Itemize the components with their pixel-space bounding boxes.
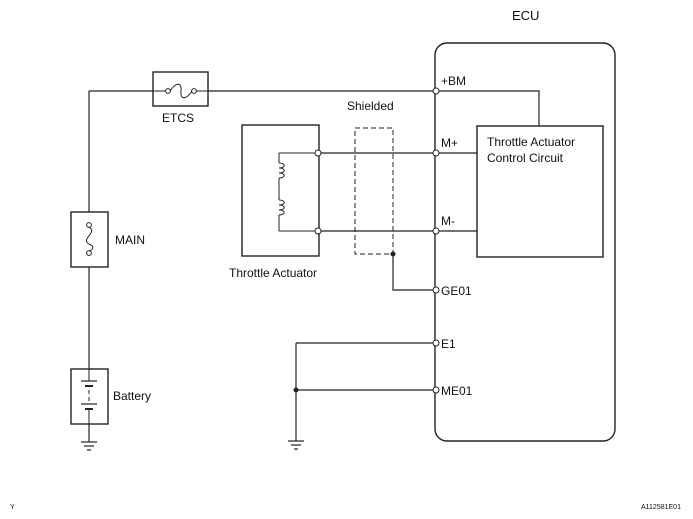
ecu-box: [434, 42, 616, 442]
battery-ground-symbol: [81, 424, 97, 451]
pin-label-m-plus: M+: [441, 136, 458, 150]
control-circuit-label-line1: Throttle Actuator: [487, 135, 575, 149]
pin-label-me01: ME01: [441, 384, 473, 398]
control-circuit-label-line2: Control Circuit: [487, 151, 564, 165]
throttle-actuator-label: Throttle Actuator: [229, 266, 317, 280]
actuator-pin-m-minus: [314, 227, 322, 235]
throttle-actuator-box: [241, 124, 320, 257]
etcs-label: ETCS: [162, 111, 194, 125]
battery-symbol: [81, 369, 97, 424]
motor-coil-symbol: [278, 152, 318, 232]
actuator-pin-m-plus: [314, 149, 322, 157]
e1-wire: [295, 342, 436, 390]
ecu-pin-m-minus: [432, 227, 440, 235]
shield-drain-wire: [392, 254, 436, 291]
etcs-fuse: [152, 71, 209, 107]
main-fuse-link: [85, 226, 94, 252]
pin-label-e1: E1: [441, 337, 456, 351]
etcs-fuse-link: [169, 83, 193, 99]
figure-id: A112581E01: [641, 504, 681, 511]
control-circuit-box: [476, 125, 604, 258]
ecu-pin-me01: [432, 386, 440, 394]
main-label: MAIN: [115, 233, 145, 247]
main-fuse: [70, 211, 109, 268]
pin-label-bm: +BM: [441, 74, 466, 88]
ecu-pin-m-plus: [432, 149, 440, 157]
ecu-title: ECU: [512, 8, 539, 23]
pin-label-m-minus: M-: [441, 214, 455, 228]
ecu-pin-e1: [432, 339, 440, 347]
ecu-pin-ge01: [432, 286, 440, 294]
battery-label: Battery: [113, 389, 151, 403]
bm-wire: [89, 90, 540, 126]
shielded-label: Shielded: [347, 99, 394, 113]
pin-label-ge01: GE01: [441, 284, 472, 298]
ecu-ground-symbol: [288, 390, 304, 450]
footer-left-mark: Y: [10, 504, 15, 511]
ecu-pin-bm: [432, 87, 440, 95]
shield-box: [354, 127, 394, 255]
